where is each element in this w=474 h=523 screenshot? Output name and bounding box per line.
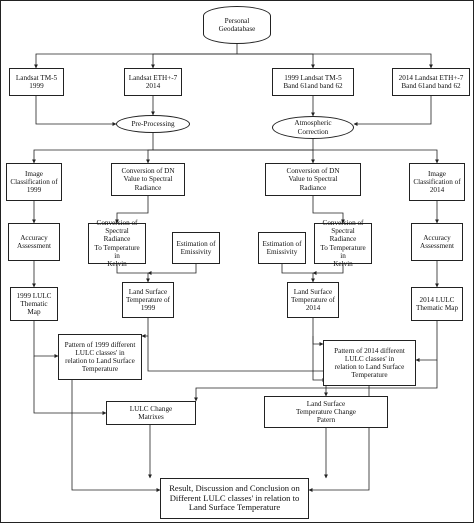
pattern-2014-box: Pattern of 2014 different LULC classes' … bbox=[323, 340, 416, 386]
emissivity-right-box: Estimation of Emissivity bbox=[258, 232, 306, 264]
arrow-temp-right-to-lst-2014 bbox=[312, 264, 344, 275]
accuracy-assessment-right-box: Accuracy Assessment bbox=[411, 223, 463, 261]
radiance-to-temperature-right-box: Conversion of Spectral Radiance To Tempe… bbox=[314, 219, 372, 268]
arrow-temp-left-to-lst-1999 bbox=[116, 264, 150, 283]
arrow-geodb-to-band6-2014 bbox=[237, 53, 433, 69]
arrow-map-1999-to-pattern-1999 bbox=[33, 321, 59, 358]
arrow-dn-left-to-temp-left bbox=[115, 196, 149, 224]
arrow-preprocessing-to-classification-2014 bbox=[153, 149, 439, 164]
atmospheric-correction-oval: Atmospheric Correction bbox=[272, 116, 354, 139]
arrow-lst-2014-to-pattern-2014 bbox=[312, 318, 324, 346]
arrow-band6-2014-to-atmospheric bbox=[353, 96, 432, 126]
landsat-tm5-band6-box: 1999 Landsat TM-5 Band 61and band 62 bbox=[272, 68, 354, 96]
arrow-geodb-to-landsat-1999 bbox=[34, 44, 238, 69]
lst-2014-box: Land Surface Temperature of 2014 bbox=[287, 282, 339, 318]
lulc-map-2014-box: 2014 LULC Thematic Map bbox=[411, 287, 463, 321]
arrow-lst-1999-to-lst-change bbox=[147, 336, 328, 397]
radiance-to-temperature-left-box: Conversion of Spectral Radiance To Tempe… bbox=[88, 219, 146, 268]
image-classification-2014-box: Image Classification of 2014 bbox=[409, 163, 465, 201]
arrow-geodb-to-landsat-2014 bbox=[151, 53, 237, 69]
lulc-change-matrixes-box: LULC Change Matrixes bbox=[106, 401, 196, 425]
landsat-eth7-band6-box: 2014 Landsat ETH+-7 Band 61and band 62 bbox=[392, 68, 470, 96]
arrow-atmospheric-to-dn-left bbox=[146, 139, 314, 164]
landsat-tm5-1999-box: Landsat TM-5 1999 bbox=[9, 68, 64, 96]
arrow-lst-2014-to-lst-change bbox=[312, 336, 327, 382]
dn-to-radiance-right-box: Conversion of DN Value to Spectral Radia… bbox=[265, 163, 361, 196]
result-discussion-conclusion-box: Result, Discussion and Conclusion on Dif… bbox=[160, 478, 309, 519]
arrow-map-2014-to-pattern-2014 bbox=[415, 321, 438, 362]
image-classification-1999-box: Image Classification of 1999 bbox=[6, 163, 62, 201]
lst-1999-box: Land Surface Temperature of 1999 bbox=[122, 282, 174, 318]
lst-change-pattern-box: Land Surface Temperature Change Patern bbox=[264, 396, 388, 428]
dn-to-radiance-left-box: Conversion of DN Value to Spectral Radia… bbox=[111, 163, 185, 196]
arrow-emissivity-left-to-lst-1999 bbox=[147, 264, 197, 275]
pattern-1999-box: Pattern of 1999 different LULC classes' … bbox=[58, 334, 142, 380]
emissivity-left-box: Estimation of Emissivity bbox=[172, 232, 220, 264]
arrow-pattern-1999-to-result bbox=[71, 380, 161, 492]
arrow-landsat-1999-to-preprocessing bbox=[35, 96, 117, 126]
pre-processing-oval: Pre-Processing bbox=[116, 115, 190, 133]
arrow-emissivity-right-to-lst-2014 bbox=[281, 264, 315, 283]
lulc-map-1999-box: 1999 LULC Thematic Map bbox=[10, 287, 58, 321]
arrow-map-2014-to-change-matrix bbox=[194, 360, 438, 402]
arrow-map-1999-to-change-matrix bbox=[33, 356, 107, 415]
arrow-dn-right-to-temp-right bbox=[312, 196, 345, 224]
arrow-preprocessing-to-classification-1999 bbox=[32, 133, 154, 164]
landsat-eth7-2014-box: Landsat ETH+-7 2014 bbox=[124, 68, 182, 96]
arrow-lst-1999-to-pattern-1999 bbox=[141, 318, 149, 338]
arrow-geodb-to-band6-1999 bbox=[237, 53, 315, 69]
accuracy-assessment-left-box: Accuracy Assessment bbox=[8, 223, 60, 261]
geodatabase-cylinder: Personal Geodatabase bbox=[203, 6, 271, 44]
